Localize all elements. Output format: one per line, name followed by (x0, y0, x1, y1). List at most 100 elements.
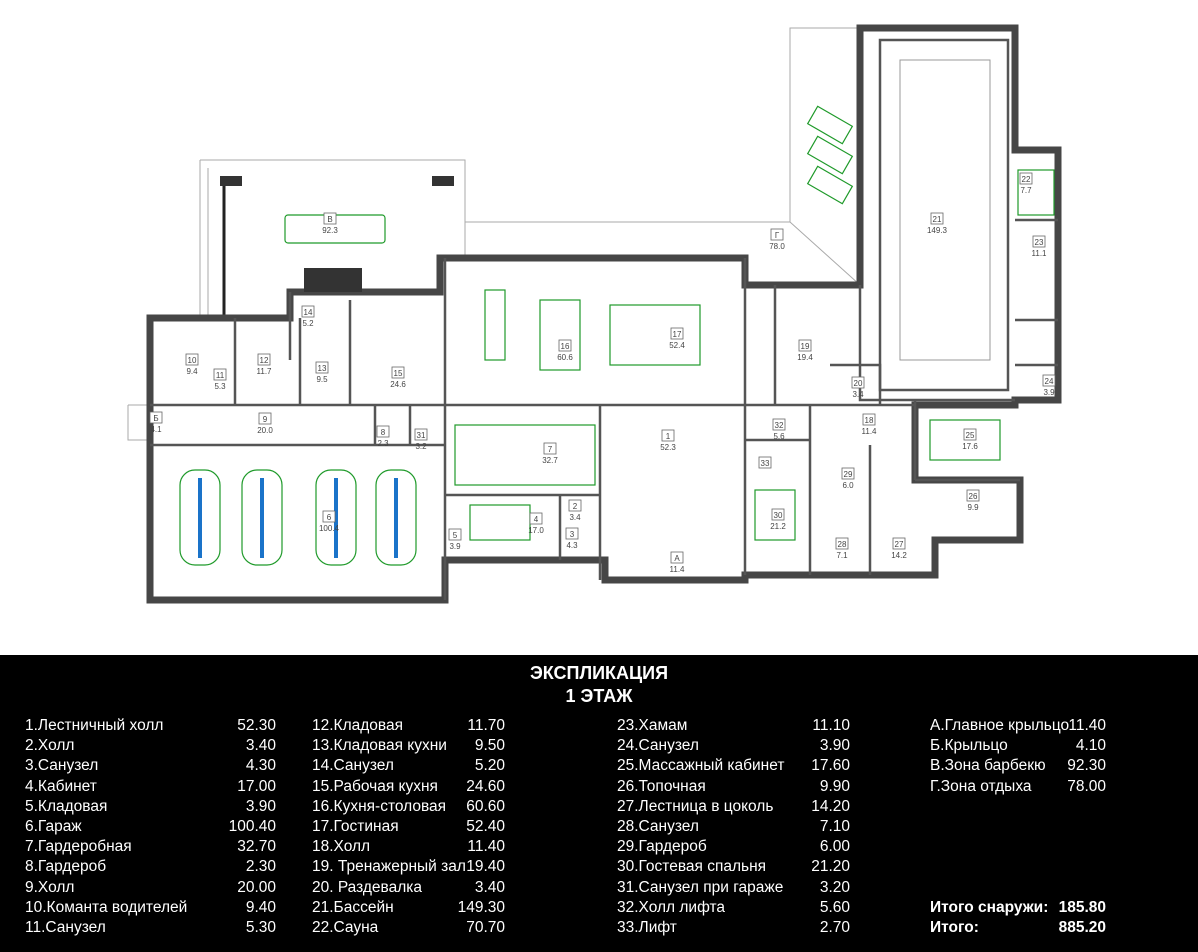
svg-text:14.2: 14.2 (891, 551, 907, 560)
svg-text:26: 26 (969, 492, 978, 501)
svg-text:4.1: 4.1 (150, 425, 162, 434)
room-area: 9.50 (474, 737, 505, 755)
room-tag: 417.0 (528, 512, 544, 535)
room-area: 24.60 (466, 777, 505, 795)
room-tag: 203.4 (851, 376, 865, 399)
room-area: 2.70 (819, 919, 850, 936)
svg-text:10: 10 (188, 356, 197, 365)
svg-text:52.4: 52.4 (669, 341, 685, 350)
room-area: 92.30 (1067, 757, 1106, 775)
svg-text:6: 6 (327, 513, 332, 522)
room-name: 30.Гостевая спальня (617, 858, 767, 876)
svg-text:11: 11 (216, 371, 225, 380)
room-name: 9.Холл (25, 878, 75, 896)
legend-row: 5.Кладовая 3.90 (25, 797, 276, 817)
room-name: 8.Гардероб (25, 858, 107, 876)
room-name: 21.Бассейн (312, 898, 394, 916)
legend-row: 32.Холл лифта 5.60 (617, 898, 850, 918)
room-name: 4.Кабинет (25, 777, 97, 795)
room-name: 28.Санузел (617, 818, 699, 835)
svg-text:5: 5 (453, 531, 458, 540)
svg-text:4: 4 (534, 515, 539, 524)
room-name: 19. Тренажерный зал (312, 858, 466, 876)
room-tag: В92.3 (322, 212, 338, 235)
legend-row: 31.Санузел при гараже 3.20 (617, 878, 850, 898)
svg-text:1: 1 (666, 432, 671, 441)
svg-text:9.5: 9.5 (316, 375, 328, 384)
svg-text:2.3: 2.3 (377, 439, 389, 448)
svg-text:7.1: 7.1 (836, 551, 848, 560)
legend-row: Б.Крыльцо 4.10 (930, 736, 1106, 756)
svg-text:3.9: 3.9 (1043, 388, 1055, 397)
svg-text:9.4: 9.4 (186, 367, 198, 376)
svg-text:60.6: 60.6 (557, 353, 573, 362)
room-area: 185.80 (1058, 898, 1106, 916)
room-name: 5.Кладовая (25, 797, 108, 815)
room-area: 32.70 (237, 838, 276, 856)
room-area: 3.90 (245, 797, 276, 815)
room-tag: 23.4 (568, 499, 582, 522)
svg-text:3.9: 3.9 (449, 542, 461, 551)
room-tag: 23 11.1 (1032, 235, 1048, 258)
room-name: 7.Гардеробная (25, 838, 132, 856)
svg-text:17.6: 17.6 (962, 442, 978, 451)
room-name: 18.Холл (312, 838, 371, 856)
room-tag: 296.0 (841, 467, 855, 490)
svg-text:19.4: 19.4 (797, 353, 813, 362)
svg-text:15: 15 (394, 369, 403, 378)
room-area: 3.40 (474, 878, 505, 896)
room-name: 3.Санузел (25, 757, 99, 775)
svg-text:11.4: 11.4 (670, 565, 686, 574)
room-area: 70.70 (466, 919, 505, 936)
room-tag: Г78.0 (769, 228, 785, 251)
room-area: 4.10 (1075, 737, 1106, 755)
svg-text:3.4: 3.4 (569, 513, 581, 522)
room-area: 52.40 (466, 818, 505, 835)
room-tag: 115.3 (213, 368, 227, 391)
room-tag: 732.7 (542, 442, 558, 465)
room-name: 11.Санузел (25, 919, 106, 936)
svg-text:16: 16 (561, 342, 570, 351)
room-area: 3.20 (819, 878, 850, 896)
svg-text:28: 28 (838, 540, 847, 549)
svg-text:2: 2 (573, 502, 578, 511)
svg-text:7: 7 (548, 445, 553, 454)
svg-text:20.0: 20.0 (257, 426, 273, 435)
room-name: Итого: (930, 919, 979, 936)
room-name: 32.Холл лифта (617, 898, 726, 916)
room-tag: 34.3 (565, 527, 579, 550)
svg-text:5.2: 5.2 (302, 319, 314, 328)
svg-text:11.1: 11.1 (1032, 249, 1048, 258)
svg-text:23: 23 (1035, 238, 1044, 247)
room-name: 16.Кухня-столовая (312, 797, 447, 815)
room-tag: 227.7 (1019, 172, 1033, 195)
room-name: Б.Крыльцо (930, 737, 1008, 755)
room-name: 31.Санузел при гараже (617, 878, 784, 896)
room-area: 149.30 (457, 898, 505, 916)
svg-text:3.2: 3.2 (415, 442, 427, 451)
room-name: 2.Холл (25, 737, 75, 755)
room-area: 885.20 (1058, 919, 1106, 936)
svg-text:149.3: 149.3 (927, 226, 948, 235)
room-area: 100.40 (228, 818, 276, 835)
room-area: 19.40 (466, 858, 505, 876)
room-tag: Б4.1 (149, 411, 163, 434)
room-area: 5.60 (819, 898, 850, 916)
